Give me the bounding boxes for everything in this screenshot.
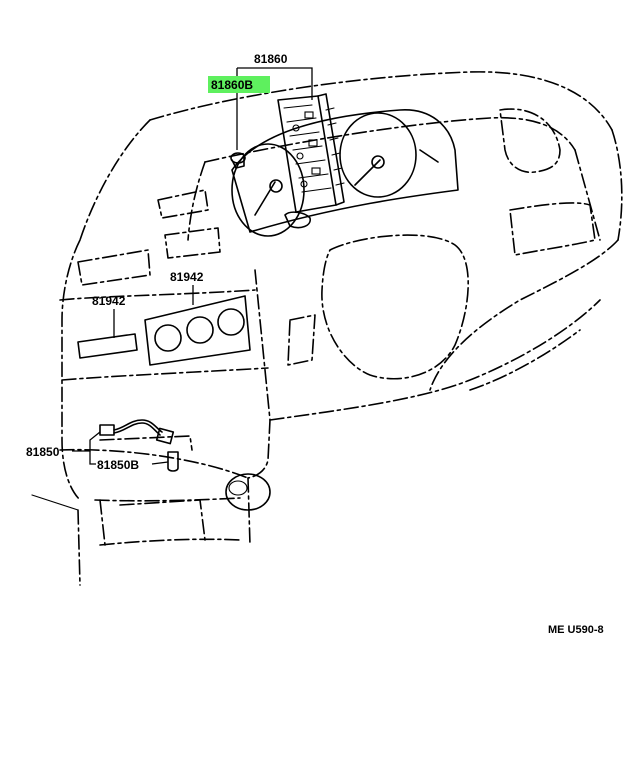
- bulb-socket: [230, 152, 246, 169]
- diagram-reference-code: ME U590-8: [548, 624, 604, 636]
- instrument-cluster: [230, 93, 459, 237]
- callout-81860b: 81860B: [208, 76, 270, 150]
- dashboard-details: [77, 108, 596, 541]
- part-number-81850: 81850: [26, 445, 60, 459]
- part-number-81860b: 81860B: [211, 78, 253, 92]
- part-number-81942-upper: 81942: [170, 270, 204, 284]
- callout-81850: 81850: [26, 431, 101, 465]
- tachometer: [231, 143, 305, 237]
- heater-control-panel: [77, 295, 251, 366]
- speedometer: [339, 112, 417, 198]
- dashboard-outline: [59, 71, 623, 586]
- control-knob-center: [186, 316, 214, 344]
- control-knob-right: [217, 308, 245, 336]
- part-number-81860: 81860: [254, 52, 288, 66]
- printed-circuit-board: [277, 93, 345, 213]
- part-number-81850b: 81850B: [97, 458, 139, 472]
- console-knob: [225, 473, 271, 511]
- callout-81942-upper: 81942: [170, 270, 204, 305]
- wire-harness: [99, 419, 179, 472]
- part-number-81942-lower: 81942: [92, 294, 126, 308]
- callout-81942-lower: 81942: [92, 294, 126, 338]
- control-knob-left: [154, 324, 182, 352]
- highlight: [208, 76, 270, 93]
- callout-81850b: 81850B: [97, 458, 169, 472]
